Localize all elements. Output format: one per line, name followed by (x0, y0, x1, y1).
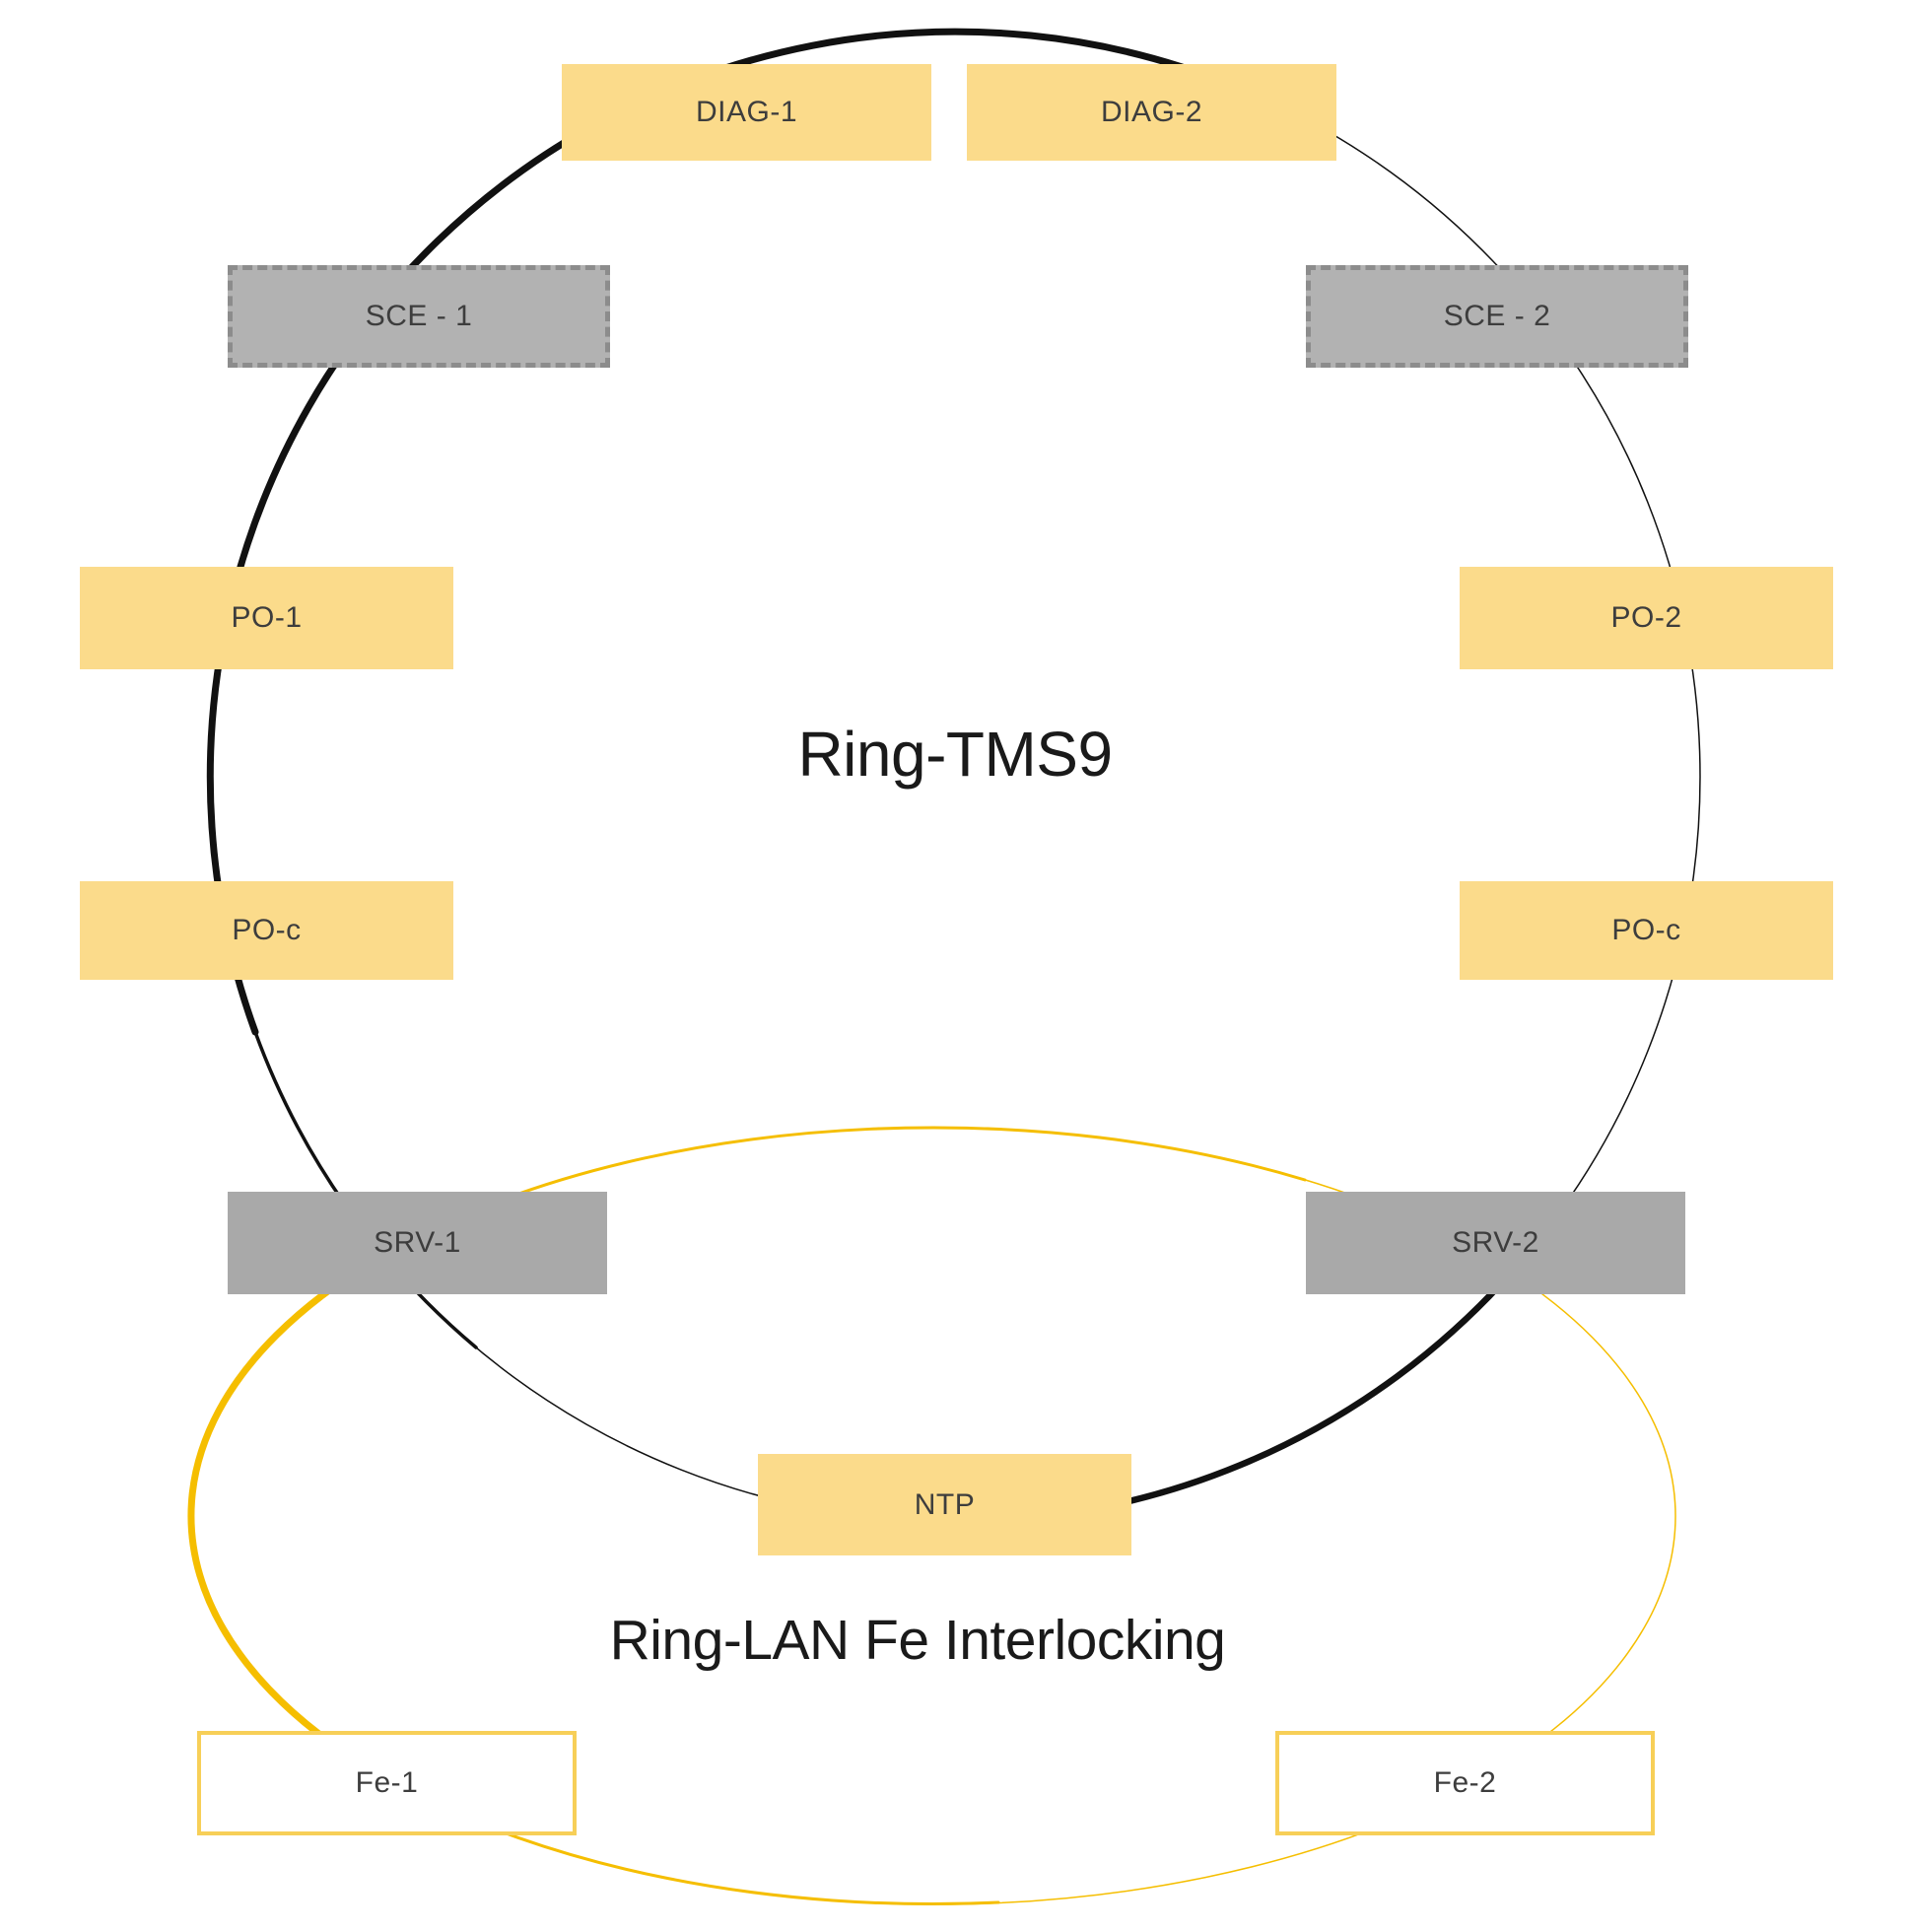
node-srv-1: SRV-1 (228, 1192, 607, 1294)
node-po-c-right: PO-c (1460, 881, 1833, 980)
ring-lan-title: Ring-LAN Fe Interlocking (609, 1609, 1226, 1672)
node-diag-1: DIAG-1 (562, 64, 931, 161)
node-fe-1: Fe-1 (197, 1731, 577, 1835)
ring-tms9-title: Ring-TMS9 (797, 719, 1113, 790)
node-po-1: PO-1 (80, 567, 453, 669)
node-sce-1: SCE - 1 (228, 265, 610, 368)
node-po-c-left: PO-c (80, 881, 453, 980)
node-po-2: PO-2 (1460, 567, 1833, 669)
node-diag-2: DIAG-2 (967, 64, 1336, 161)
node-ntp: NTP (758, 1454, 1131, 1555)
node-fe-2: Fe-2 (1275, 1731, 1655, 1835)
node-srv-2: SRV-2 (1306, 1192, 1685, 1294)
node-sce-2: SCE - 2 (1306, 265, 1688, 368)
